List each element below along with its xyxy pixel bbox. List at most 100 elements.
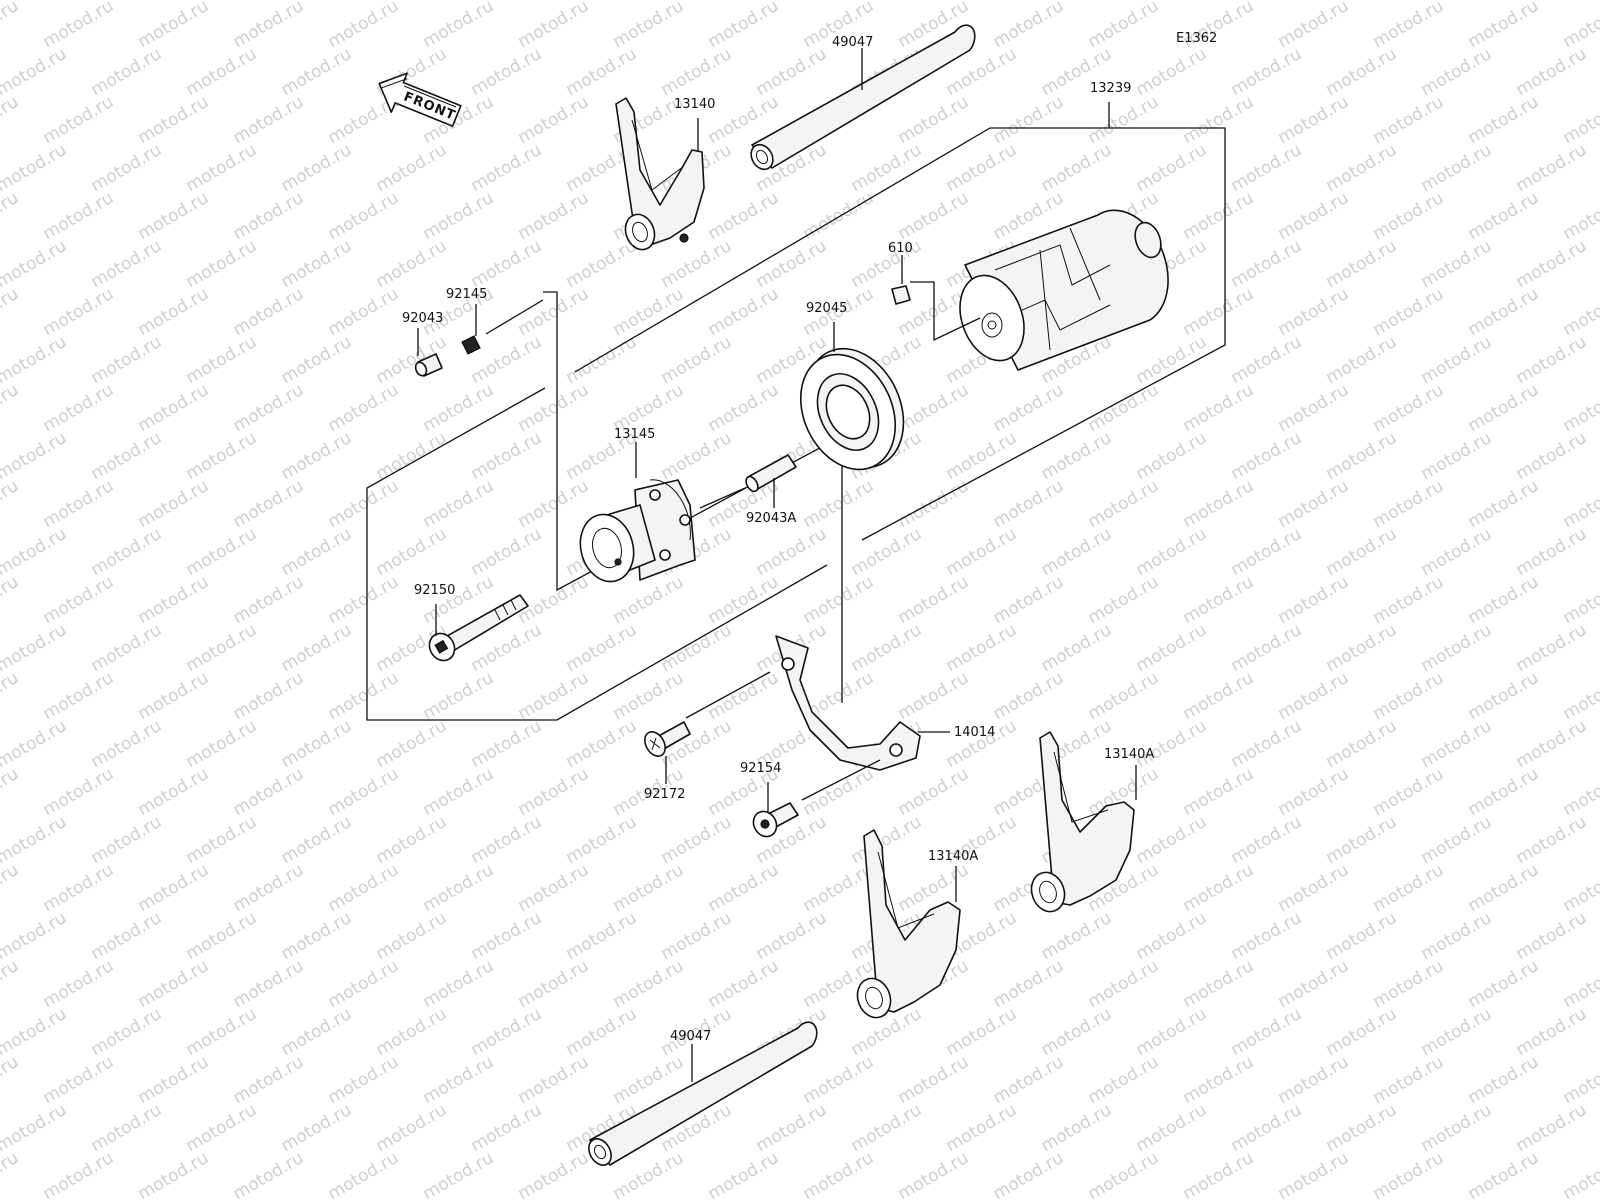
watermark-text: motod.ru (183, 524, 261, 580)
watermark-text: motod.ru (895, 764, 973, 820)
watermark-text: motod.ru (800, 764, 878, 820)
watermark-text: motod.ru (610, 572, 688, 628)
watermark-text: motod.ru (1418, 44, 1496, 100)
watermark-text: motod.ru (1418, 812, 1496, 868)
watermark-text: motod.ru (88, 44, 166, 100)
watermark-text: motod.ru (1085, 92, 1163, 148)
watermark-text: motod.ru (1275, 380, 1353, 436)
watermark-text: motod.ru (1038, 1100, 1116, 1156)
watermark-text: motod.ru (1275, 1148, 1353, 1200)
watermark-text: motod.ru (88, 1004, 166, 1060)
watermark-text: motod.ru (325, 0, 403, 52)
watermark-text: motod.ru (1513, 332, 1591, 388)
bolt-92154 (752, 782, 799, 838)
watermark-text: motod.ru (420, 476, 498, 532)
watermark-text: motod.ru (230, 0, 308, 52)
label-shift-rod-lower: 49047 (670, 1029, 711, 1044)
watermark-text: motod.ru (88, 332, 166, 388)
watermark-text: motod.ru (40, 764, 118, 820)
watermark-text: motod.ru (515, 1148, 593, 1200)
watermark-text: motod.ru (1228, 44, 1306, 100)
shift-fork-lower-mid (856, 829, 961, 1019)
watermark-text: motod.ru (468, 908, 546, 964)
watermark-text: motod.ru (1180, 860, 1258, 916)
holder-plate-14014 (685, 635, 950, 801)
watermark-text: motod.ru (1370, 0, 1448, 52)
watermark-text: motod.ru (420, 860, 498, 916)
watermark-text: motod.ru (1180, 1148, 1258, 1200)
watermark-text: motod.ru (40, 572, 118, 628)
watermark-text: motod.ru (278, 620, 356, 676)
watermark-text: motod.ru (325, 188, 403, 244)
watermark-text: motod.ru (1275, 476, 1353, 532)
watermark-text: motod.ru (230, 1148, 308, 1200)
watermark-text: motod.ru (230, 476, 308, 532)
watermark-text: motod.ru (1323, 332, 1401, 388)
watermark-text: motod.ru (1180, 668, 1258, 724)
watermark-text: motod.ru (1560, 1148, 1600, 1200)
watermark-text: motod.ru (88, 908, 166, 964)
watermark-text: motod.ru (0, 956, 22, 1012)
watermark-text: motod.ru (135, 956, 213, 1012)
watermark-text: motod.ru (1228, 1004, 1306, 1060)
watermark-text: motod.ru (1133, 812, 1211, 868)
watermark-text: motod.ru (1418, 716, 1496, 772)
watermark-text: motod.ru (658, 812, 736, 868)
watermark-text: motod.ru (895, 572, 973, 628)
watermark-text: motod.ru (848, 140, 926, 196)
watermark-text: motod.ru (420, 668, 498, 724)
watermark-text: motod.ru (1465, 188, 1543, 244)
watermark-text: motod.ru (1465, 668, 1543, 724)
screw-92172 (644, 721, 691, 784)
watermark-text: motod.ru (373, 236, 451, 292)
watermark-text: motod.ru (705, 284, 783, 340)
label-screw-92172: 92172 (644, 787, 685, 802)
watermark-text: motod.ru (1513, 812, 1591, 868)
watermark-text: motod.ru (990, 1148, 1068, 1200)
watermark-text: motod.ru (135, 572, 213, 628)
watermark-text: motod.ru (1275, 284, 1353, 340)
watermark-text: motod.ru (1085, 476, 1163, 532)
watermark-text: motod.ru (278, 812, 356, 868)
label-holder-plate: 14014 (954, 725, 995, 740)
watermark-text: motod.ru (135, 1052, 213, 1108)
watermark-text: motod.ru (753, 908, 831, 964)
watermark-text: motod.ru (990, 956, 1068, 1012)
watermark-text: motod.ru (563, 620, 641, 676)
watermark-text: motod.ru (515, 764, 593, 820)
watermark-text: motod.ru (1275, 764, 1353, 820)
watermark-text: motod.ru (183, 140, 261, 196)
watermark-text: motod.ru (1085, 956, 1163, 1012)
watermark-text: motod.ru (895, 92, 973, 148)
watermark-text: motod.ru (420, 188, 498, 244)
watermark-text: motod.ru (468, 716, 546, 772)
watermark-text: motod.ru (515, 860, 593, 916)
watermark-text: motod.ru (1275, 572, 1353, 628)
watermark-text: motod.ru (1370, 284, 1448, 340)
watermark-text: motod.ru (1180, 956, 1258, 1012)
watermark-text: motod.ru (325, 956, 403, 1012)
diagram-code: E1362 (1176, 31, 1217, 46)
watermark-text: motod.ru (753, 524, 831, 580)
spring-92145 (461, 299, 544, 355)
watermark-text: motod.ru (1085, 380, 1163, 436)
watermark-text: motod.ru (1180, 284, 1258, 340)
watermark-text: motod.ru (1513, 1004, 1591, 1060)
watermark-text: motod.ru (943, 620, 1021, 676)
watermark-text: motod.ru (943, 1100, 1021, 1156)
watermark-text: motod.ru (705, 380, 783, 436)
watermark-text: motod.ru (0, 284, 22, 340)
watermark-text: motod.ru (135, 380, 213, 436)
watermark-text: motod.ru (705, 956, 783, 1012)
watermark-text: motod.ru (990, 572, 1068, 628)
pin-610 (891, 255, 981, 342)
watermark-text: motod.ru (1085, 1148, 1163, 1200)
drum-cam-13145 (579, 442, 696, 583)
watermark-text: motod.ru (895, 476, 973, 532)
watermark-text: motod.ru (563, 716, 641, 772)
watermark-text: motod.ru (135, 860, 213, 916)
watermark-text: motod.ru (705, 1148, 783, 1200)
watermark-text: motod.ru (705, 572, 783, 628)
watermark-text: motod.ru (230, 284, 308, 340)
watermark-text: motod.ru (1180, 188, 1258, 244)
